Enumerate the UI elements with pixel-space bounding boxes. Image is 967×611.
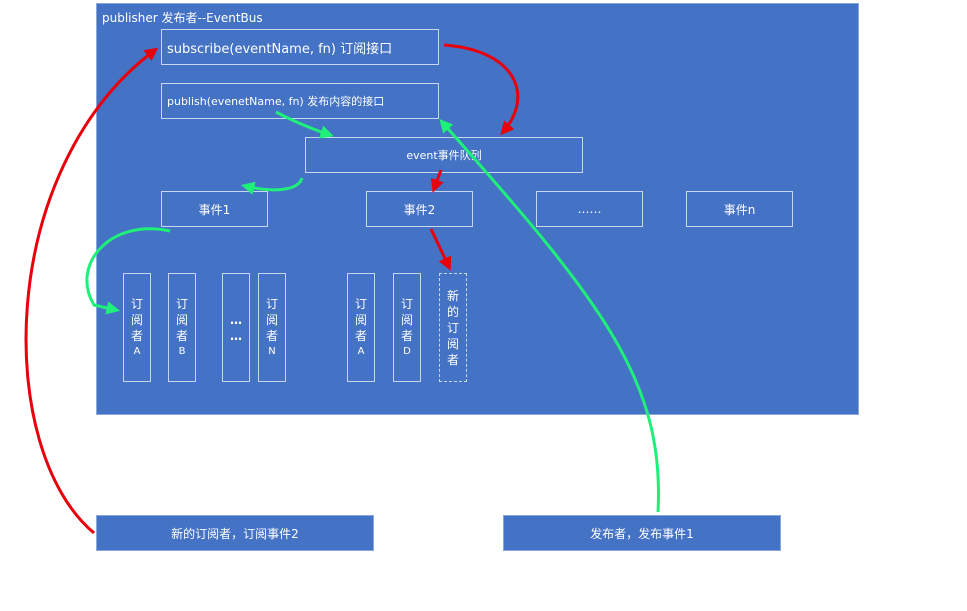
event-ellipsis-label: …… xyxy=(577,202,602,216)
event-queue-box: event事件队列 xyxy=(305,137,583,173)
new-subscriber-label: 新的订阅者，订阅事件2 xyxy=(171,526,299,541)
panel-title: publisher 发布者--EventBus xyxy=(102,11,263,25)
publish-method-label: publish(evenetName, fn) 发布内容的接口 xyxy=(167,95,385,108)
event-ellipsis-box: …… xyxy=(536,191,643,227)
subscribe-method-box: subscribe(eventName, fn) 订阅接口 xyxy=(161,29,439,65)
event-n-box: 事件n xyxy=(686,191,793,227)
event-1-box: 事件1 xyxy=(161,191,268,227)
event-2-box: 事件2 xyxy=(366,191,473,227)
event-1-label: 事件1 xyxy=(198,202,231,217)
publisher-label: 发布者，发布事件1 xyxy=(590,526,694,541)
publish-method-box: publish(evenetName, fn) 发布内容的接口 xyxy=(161,83,439,119)
event-2-label: 事件2 xyxy=(403,202,436,217)
subscriber-ellipsis-event1: …… xyxy=(222,273,250,382)
new-subscriber-event2: 新的 订阅 者 xyxy=(439,273,467,382)
event-queue-label: event事件队列 xyxy=(406,149,482,162)
publisher-box: 发布者，发布事件1 xyxy=(503,515,781,551)
event-n-label: 事件n xyxy=(723,202,756,217)
new-subscriber-box: 新的订阅者，订阅事件2 xyxy=(96,515,374,551)
subscribe-method-label: subscribe(eventName, fn) 订阅接口 xyxy=(167,41,393,57)
